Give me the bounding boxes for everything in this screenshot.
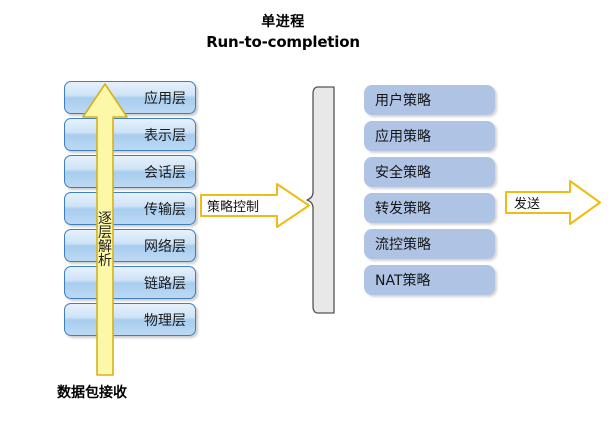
policy-box[interactable]: 应用策略 [364,121,495,151]
page-title: 单进程 Run-to-completion [178,12,388,54]
osi-layer-label: 物理层 [144,312,186,329]
osi-layer-label: 表示层 [144,127,186,144]
title-line-chinese: 单进程 [261,14,305,30]
arrow-label-char: 析 [98,253,112,269]
policy-stack: 用户策略 应用策略 安全策略 转发策略 流控策略 NAT策略 [364,85,495,301]
osi-layer-box[interactable]: 会话层 [64,155,196,188]
send-arrow-label: 发送 [514,197,541,212]
left-curly-brace-icon [304,86,336,314]
policy-label: 流控策略 [375,237,431,253]
policy-box[interactable]: 安全策略 [364,157,495,187]
osi-layer-box[interactable]: 网络层 [64,229,196,262]
osi-layer-box[interactable]: 应用层 [64,81,196,114]
arrow-label-char: 解 [98,239,112,255]
policy-control-arrow-label: 策略控制 [207,200,260,215]
osi-layer-box[interactable]: 物理层 [64,303,196,336]
policy-box[interactable]: 用户策略 [364,85,495,115]
osi-layer-stack: 应用层 表示层 会话层 传输层 网络层 链路层 物理层 [64,81,196,340]
upward-arrow-label: 逐 层 解 析 [81,212,129,268]
osi-layer-box[interactable]: 链路层 [64,266,196,299]
title-line-english: Run-to-completion [206,33,360,52]
policy-label: 用户策略 [375,93,431,109]
send-arrow-icon: 发送 [504,178,602,227]
osi-layer-label: 应用层 [144,90,186,107]
packet-receive-caption: 数据包接收 [57,385,127,401]
policy-box[interactable]: NAT策略 [364,265,495,295]
policy-control-arrow-icon: 策略控制 [199,181,311,230]
policy-label: 安全策略 [375,165,431,181]
policy-label: 转发策略 [375,201,431,217]
osi-layer-label: 会话层 [144,164,186,181]
osi-layer-label: 传输层 [144,201,186,218]
arrow-label-char: 层 [98,225,112,241]
policy-label: NAT策略 [375,273,431,289]
osi-layer-box[interactable]: 表示层 [64,118,196,151]
policy-label: 应用策略 [375,129,431,145]
arrow-label-char: 逐 [98,211,112,227]
upward-arrow-icon: 逐 层 解 析 [81,82,129,377]
osi-layer-box[interactable]: 传输层 [64,192,196,225]
policy-box[interactable]: 流控策略 [364,229,495,259]
osi-layer-label: 网络层 [144,238,186,255]
policy-box[interactable]: 转发策略 [364,193,495,223]
osi-layer-label: 链路层 [144,275,186,292]
